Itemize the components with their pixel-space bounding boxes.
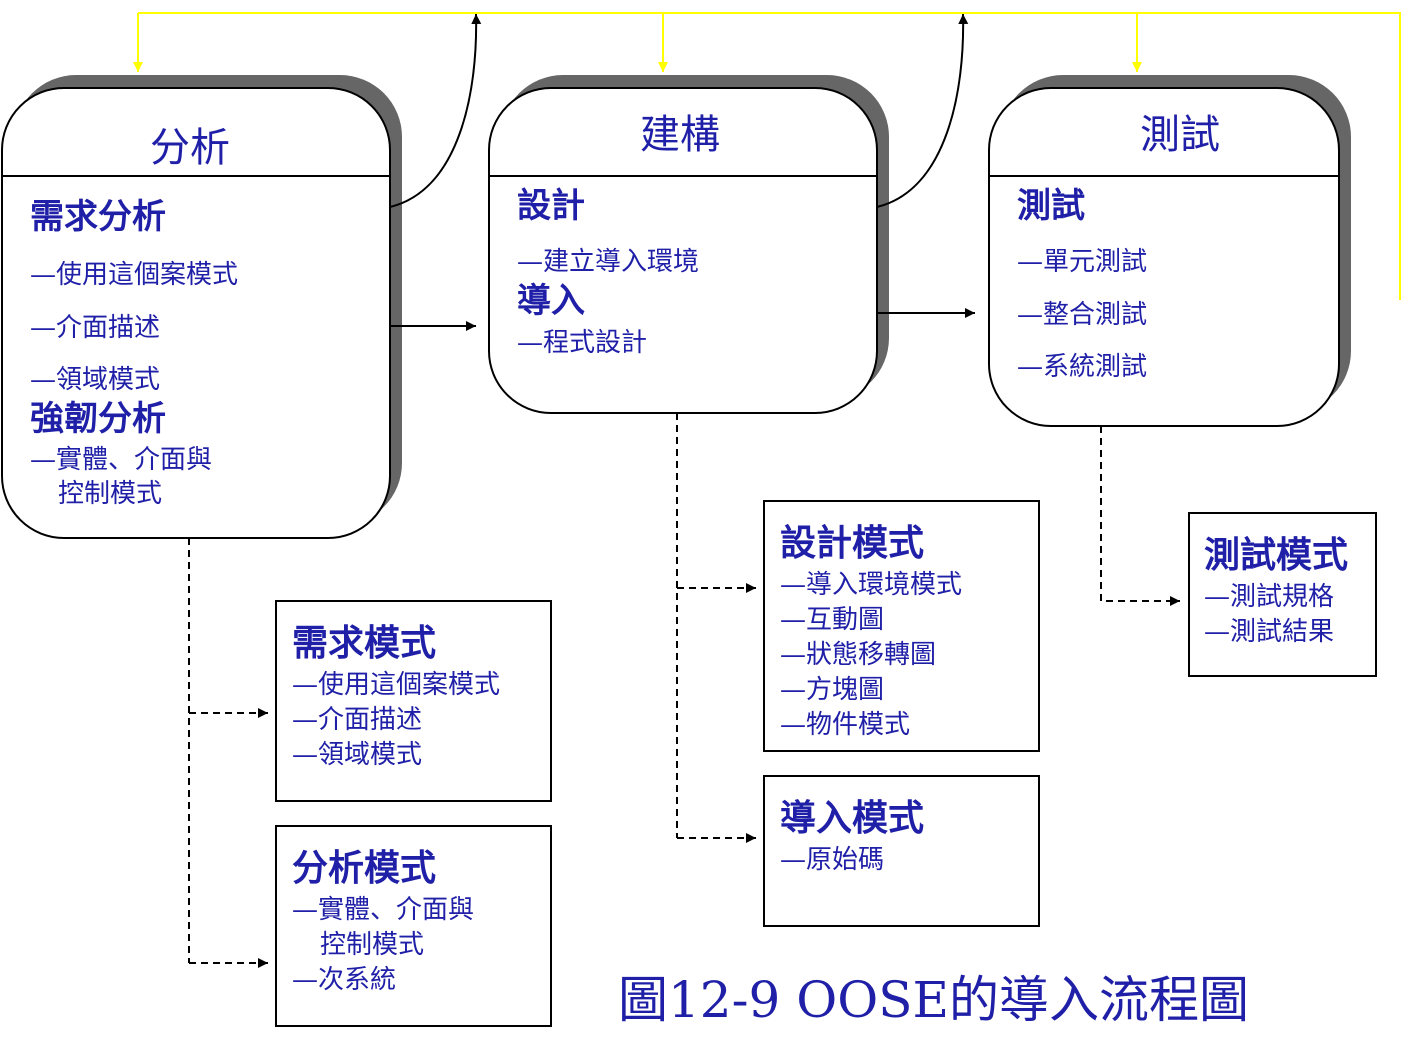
list-item: —使用這個案模式 xyxy=(292,670,501,700)
test-model-box xyxy=(1188,512,1377,677)
list-item: —使用這個案模式 xyxy=(30,260,239,290)
list-item: —測試規格 xyxy=(1204,582,1335,612)
list-item: —測試結果 xyxy=(1204,617,1335,647)
list-item: —實體、介面與 xyxy=(292,895,475,925)
test-model-title: 測試模式 xyxy=(1204,534,1349,576)
phase-title-testing: 測試 xyxy=(1140,112,1220,158)
section-design: 設計 xyxy=(517,186,585,226)
phase-analysis-box xyxy=(1,75,402,539)
list-item: —次系統 xyxy=(292,965,397,995)
feedback-loop xyxy=(133,12,1401,300)
requirements-model-title: 需求模式 xyxy=(292,622,437,664)
list-item: —物件模式 xyxy=(780,710,911,740)
list-item-continued: 控制模式 xyxy=(58,479,163,509)
list-item: —導入環境模式 xyxy=(780,570,963,600)
implementation-model-title: 導入模式 xyxy=(780,797,925,839)
section-robustness-analysis: 強韌分析 xyxy=(30,399,166,439)
list-item: —介面描述 xyxy=(292,705,423,735)
list-item: —單元測試 xyxy=(1017,247,1148,277)
design-model-box xyxy=(763,500,1040,752)
list-item: —領域模式 xyxy=(30,365,161,395)
requirements-model-box xyxy=(275,600,552,802)
list-item-continued: 控制模式 xyxy=(320,930,425,960)
list-item: —介面描述 xyxy=(30,313,161,343)
list-item: —建立導入環境 xyxy=(517,247,700,277)
curve-arrow-construction xyxy=(876,13,969,208)
list-item: —原始碼 xyxy=(780,845,885,875)
list-item: —整合測試 xyxy=(1017,300,1148,330)
implementation-model-box xyxy=(763,775,1040,927)
list-item: —實體、介面與 xyxy=(30,445,213,475)
phase-title-construction: 建構 xyxy=(640,112,720,158)
list-item: —狀態移轉圖 xyxy=(780,640,937,670)
curve-arrow-analysis xyxy=(389,13,482,208)
phase-construction-box xyxy=(488,75,889,414)
figure-caption: 圖12-9 OOSE的導入流程圖 xyxy=(618,971,1249,1029)
list-item: —程式設計 xyxy=(517,328,648,358)
section-requirements-analysis: 需求分析 xyxy=(30,197,166,237)
list-item: —方塊圖 xyxy=(780,675,885,705)
phase-title-analysis: 分析 xyxy=(150,125,230,171)
list-item: —系統測試 xyxy=(1017,352,1148,382)
section-implementation: 導入 xyxy=(517,281,585,321)
section-testing: 測試 xyxy=(1017,186,1085,226)
analysis-model-title: 分析模式 xyxy=(292,847,437,889)
list-item: —互動圖 xyxy=(780,605,885,635)
phase-testing-box xyxy=(988,75,1351,427)
list-item: —領域模式 xyxy=(292,740,423,770)
design-model-title: 設計模式 xyxy=(780,522,925,564)
analysis-model-box xyxy=(275,825,552,1027)
dashed-connectors xyxy=(188,413,1180,968)
